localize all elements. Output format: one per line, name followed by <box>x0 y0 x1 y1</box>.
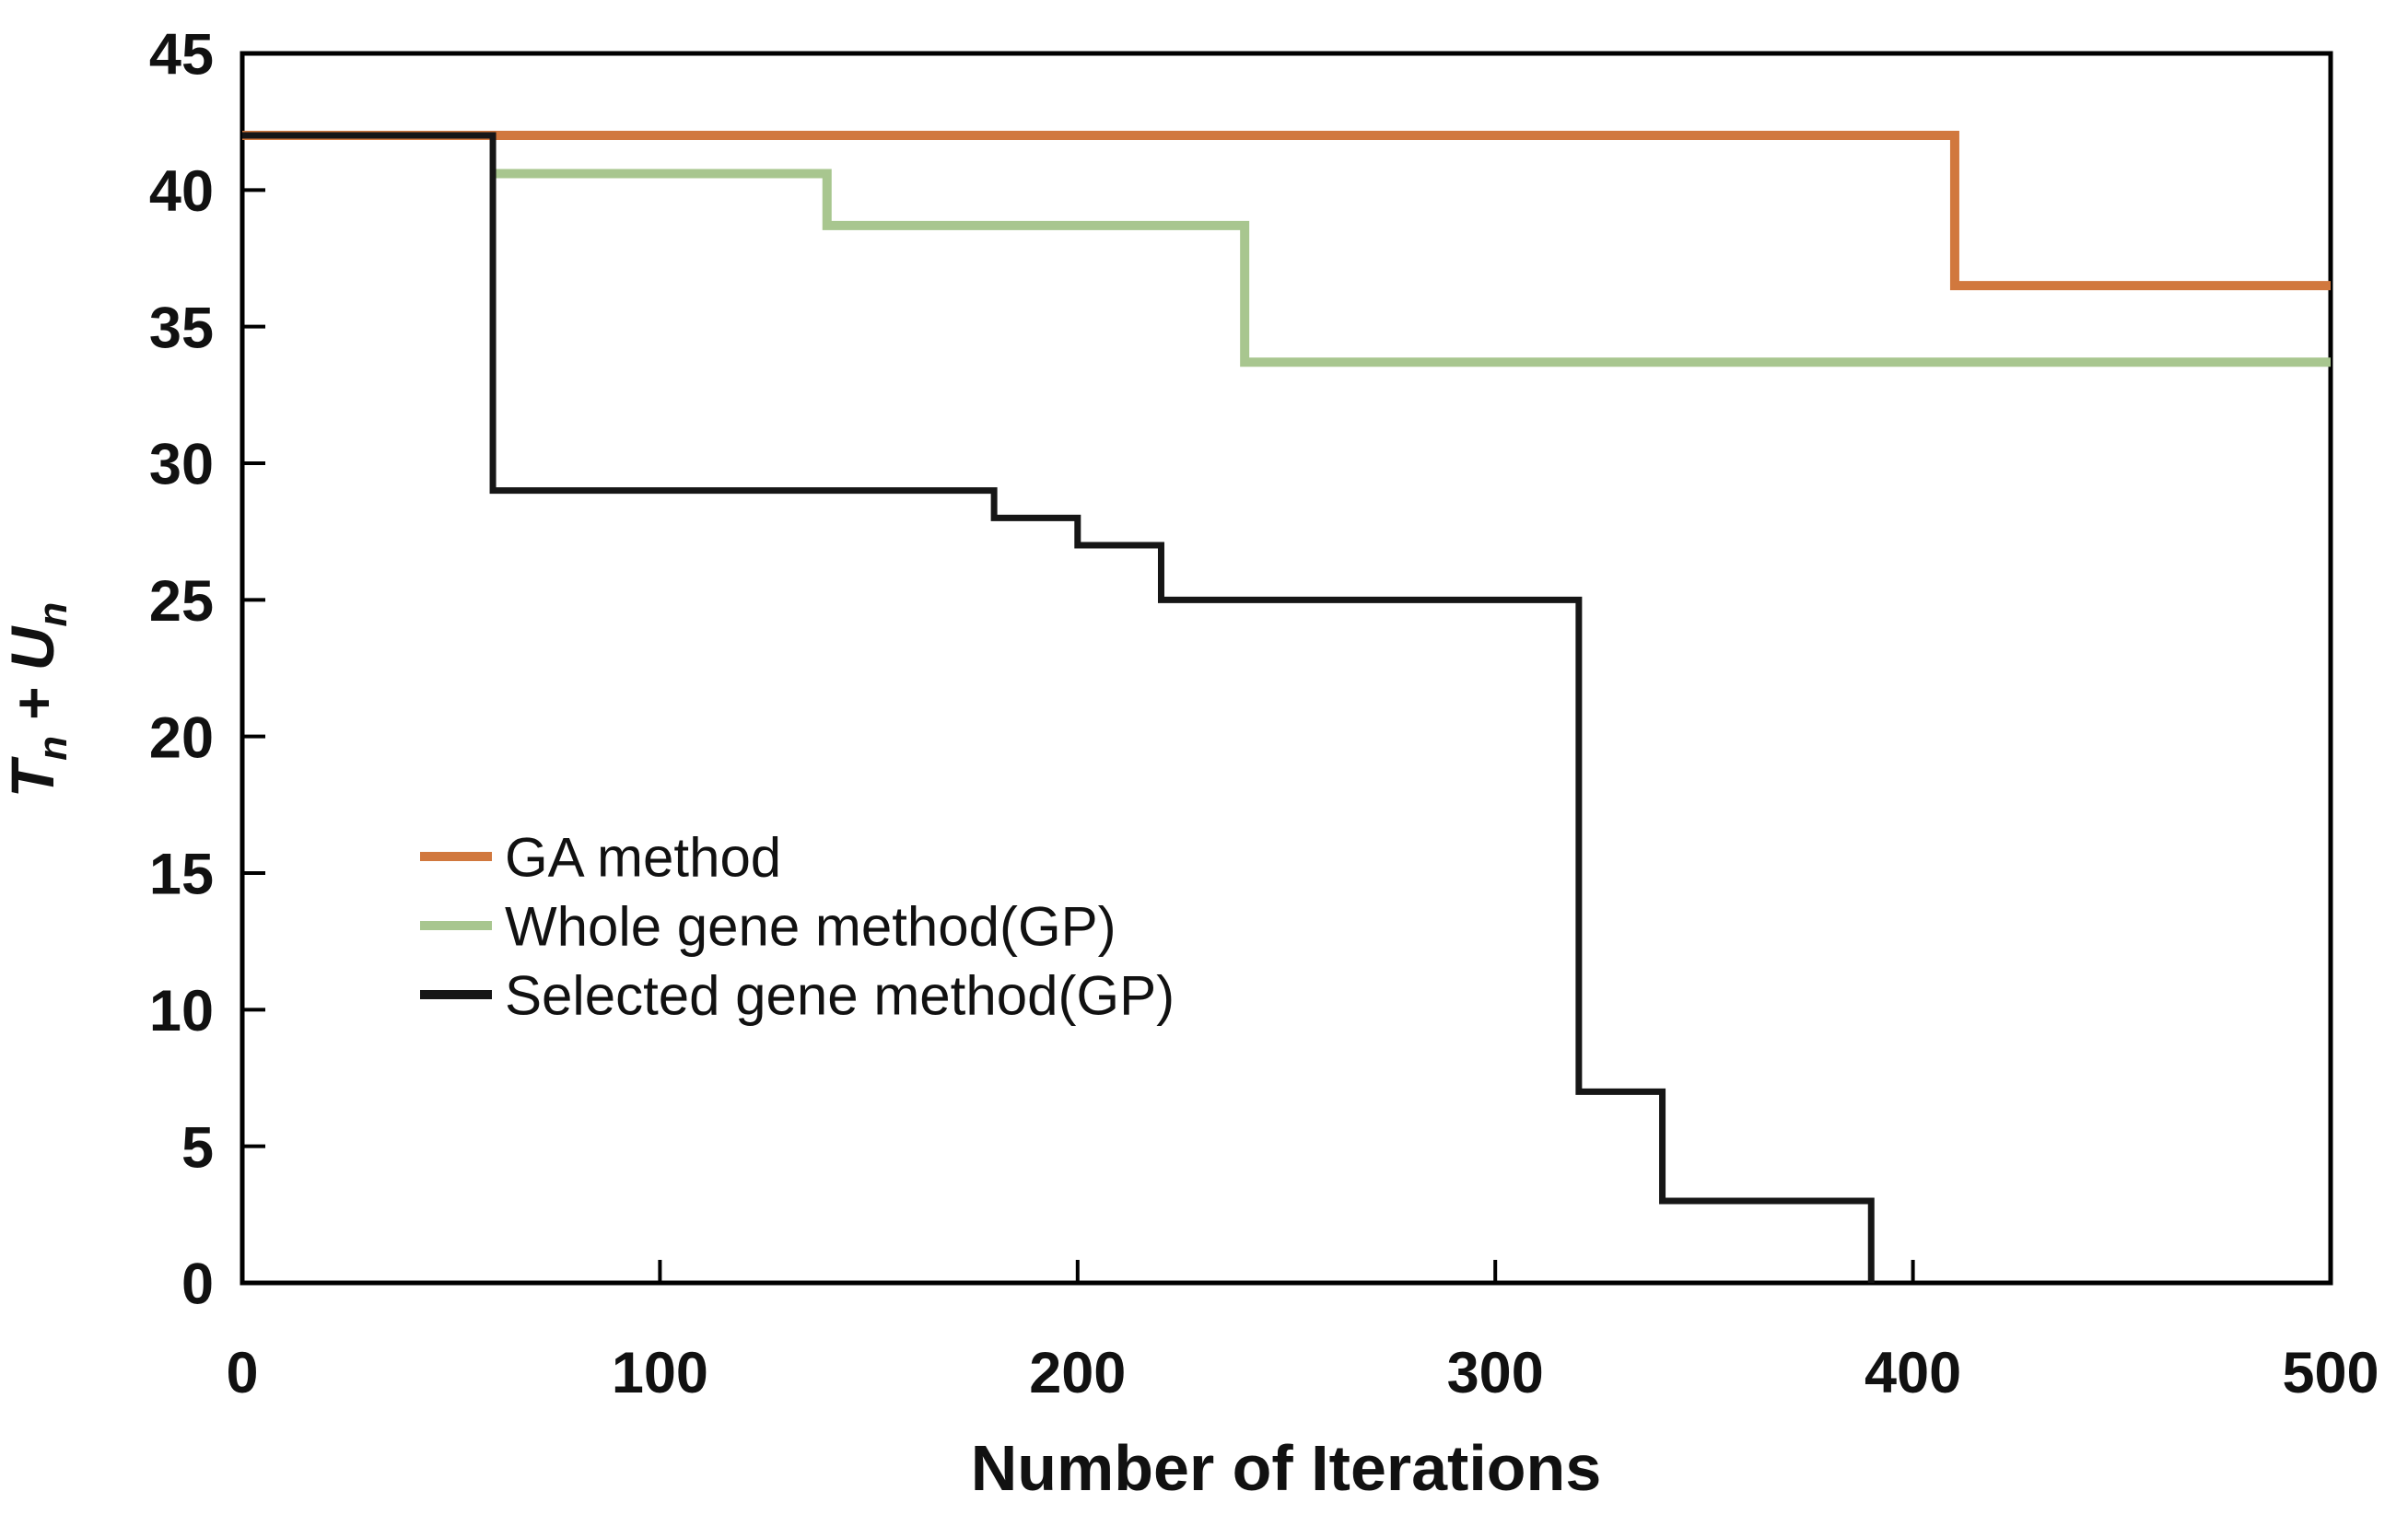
y-tick-label-40: 40 <box>149 159 214 224</box>
y-tick-label-20: 20 <box>149 705 214 770</box>
y-axis-title-part: U <box>0 624 66 670</box>
legend-item-selected-gene-method-gp: Selected gene method(GP) <box>420 965 1175 1027</box>
y-tick-label-35: 35 <box>149 296 214 360</box>
y-axis-title-part: + <box>3 670 66 736</box>
y-tick-label-5: 5 <box>181 1115 214 1180</box>
plot-area-border <box>240 51 2333 1286</box>
legend-item-whole-gene-method-gp: Whole gene method(GP) <box>420 896 1116 958</box>
x-tick-label-200: 200 <box>1029 1341 1126 1405</box>
legend-label-selected-gene-method-gp: Selected gene method(GP) <box>505 965 1175 1027</box>
legend-item-ga-method: GA method <box>420 827 781 889</box>
y-tick-label-0: 0 <box>181 1253 214 1317</box>
x-tick-label-100: 100 <box>612 1341 708 1405</box>
x-axis-title: Number of Iterations <box>971 1432 1602 1504</box>
x-tick-label-400: 400 <box>1864 1341 1961 1405</box>
y-tick-label-30: 30 <box>149 433 214 497</box>
x-tick-label-0: 0 <box>226 1341 258 1405</box>
y-tick-label-25: 25 <box>149 569 214 634</box>
axis-ticks <box>242 188 1915 1283</box>
legend-label-whole-gene-method-gp: Whole gene method(GP) <box>505 896 1116 958</box>
axis-tick-labels: 0 100 200 300 400 500 0 5 10 15 20 25 30 35 40 45 <box>149 23 2379 1405</box>
data-series <box>242 131 2331 1283</box>
y-axis-title-part: n <box>30 736 76 761</box>
series-line-whole-gene-method-gp <box>493 169 2331 367</box>
y-tick-label-15: 15 <box>149 843 214 907</box>
legend-label-ga-method: GA method <box>505 827 781 889</box>
series-line-ga-method <box>242 131 2331 291</box>
x-tick-label-500: 500 <box>2282 1341 2379 1405</box>
y-tick-label-45: 45 <box>149 23 214 87</box>
y-tick-label-10: 10 <box>149 979 214 1043</box>
y-axis-title-part: T <box>0 756 66 798</box>
y-axis-title-part: n <box>30 602 76 627</box>
y-axis-title: Tn + Un <box>0 602 76 798</box>
x-tick-label-300: 300 <box>1447 1341 1544 1405</box>
series-line-selected-gene-method-gp <box>242 132 1875 1283</box>
